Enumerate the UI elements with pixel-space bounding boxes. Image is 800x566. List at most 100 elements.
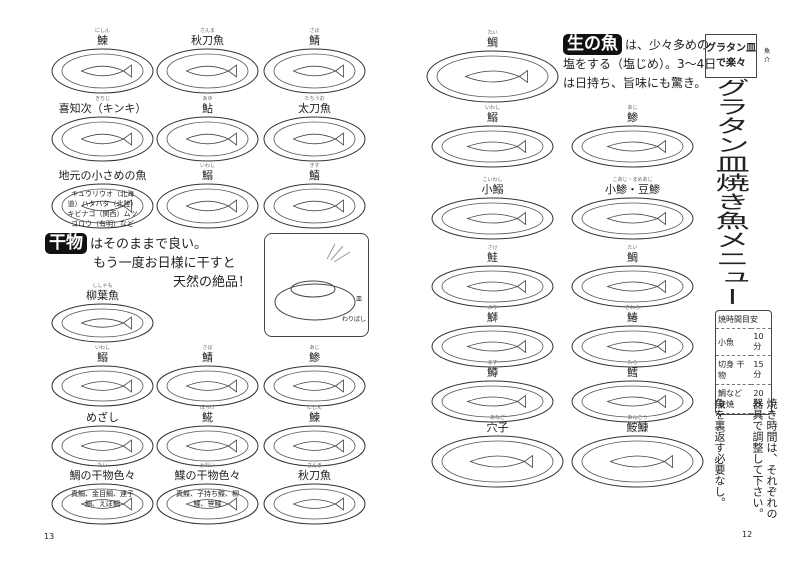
cooking-note: 魚を裏返す必要なし。: [713, 398, 726, 508]
gratin-dish-illustration: [156, 116, 259, 162]
fish-name: 秋刀魚: [298, 469, 331, 482]
table-cell: 切身 干物: [716, 355, 752, 385]
ruby: いわし: [484, 105, 500, 111]
fish-name: 鱈: [627, 366, 638, 379]
ruby: さんま: [199, 28, 215, 34]
gratin-dish-illustration: [431, 125, 554, 168]
himono-text-2: もう一度お日様に干すと: [93, 256, 236, 271]
dish-item: たら鱈: [570, 360, 695, 424]
ruby: たら: [627, 360, 638, 366]
dish-item: ぶり鰤: [430, 305, 555, 369]
gratin-dish-illustration: [51, 48, 154, 94]
gratin-dish-illustration: [51, 116, 154, 162]
dish-item: あじ鯵: [570, 105, 695, 169]
dish-item: さば鯖: [155, 345, 260, 408]
ruby: ししゃも: [92, 283, 113, 289]
ruby: さけ: [487, 245, 498, 251]
dish-item: にしん鰊: [50, 28, 155, 95]
ruby: いわし: [199, 163, 215, 169]
gratin-dish-illustration: [431, 325, 554, 368]
ruby: きす: [309, 163, 320, 169]
ruby: にしん: [306, 405, 322, 411]
dish-item: たい鯛: [425, 30, 560, 104]
ruby: さんま: [306, 463, 322, 469]
fish-name: 鰊: [97, 34, 108, 47]
dish-item: たい鯛: [570, 245, 695, 309]
fish-name: 鯛: [487, 36, 498, 49]
ruby: こいわし: [482, 177, 503, 183]
page-number: 13: [44, 532, 55, 541]
fish-name: 鰯: [487, 111, 498, 124]
ruby: あじ: [627, 105, 638, 111]
gratin-dish-illustration: [571, 197, 694, 240]
dish-item: いわし鰯: [155, 163, 260, 230]
gratin-dish-illustration: [156, 48, 259, 94]
himono-heading: 干物はそのままで良い。 もう一度お日様に干すと 天然の絶品！: [45, 233, 251, 292]
table-cell: 20分: [751, 384, 771, 414]
gratin-dish-illustration: [51, 365, 154, 407]
ruby: あんこう: [627, 415, 648, 421]
himono-badge: 干物: [45, 233, 87, 254]
fish-name: 穴子: [486, 421, 509, 434]
ruby: いわし: [94, 345, 110, 351]
category-box: グラタン皿で楽々: [705, 34, 757, 78]
dish-item: こいわし小鰯: [430, 177, 555, 241]
ruby: あじ: [309, 345, 320, 351]
fish-name: めざし: [86, 411, 119, 424]
gratin-dish-illustration: [571, 265, 694, 308]
fish-name: 鮭: [487, 251, 498, 264]
fish-name: 鰤: [487, 311, 498, 324]
dish-item: めざし: [50, 405, 155, 468]
namazakana-badge: 生の魚: [563, 34, 622, 55]
dish-item: あなご穴子: [430, 415, 565, 489]
dish-item: こあじ・まめあじ小鯵・豆鯵: [570, 177, 695, 241]
nama-text-1: は、少々多めの: [625, 38, 710, 52]
plate-text: 真鰈、子持ち鰈、柳鰈、笹鰈: [176, 490, 239, 508]
gratin-dish-illustration: [51, 183, 154, 229]
table-header: 焼時間目安: [716, 311, 771, 329]
ruby: ます: [487, 360, 498, 366]
ruby: きちじ: [94, 96, 110, 102]
ruby: たい: [487, 30, 498, 36]
category-label: 魚介: [764, 48, 771, 64]
ruby: あゆ: [202, 96, 213, 102]
fish-name: 小鯵・豆鯵: [605, 183, 660, 196]
ruby: ほっけ: [199, 405, 215, 411]
fish-name: 鯖: [309, 34, 320, 47]
gratin-dish-illustration: [263, 183, 366, 229]
gratin-dish-illustration: [51, 425, 154, 467]
fish-name: 鯛の干物色々: [69, 469, 136, 482]
dish-item: ししゃも柳葉魚: [50, 283, 155, 344]
fish-name: 小鰯: [481, 183, 504, 196]
gratin-dish-illustration: [263, 483, 366, 525]
fish-name: 鰆: [627, 311, 638, 324]
dish-item: さんま秋刀魚: [262, 463, 367, 526]
fish-name: 鰊: [309, 411, 320, 424]
ruby: さば: [309, 28, 320, 34]
gratin-dish-illustration: [263, 365, 366, 407]
namazakana-heading: 生の魚は、少々多めの 塩をする（塩じめ）。3〜4日 は日持ち、旨味にも驚き。: [563, 34, 716, 93]
ruby: かれい: [199, 463, 215, 469]
gratin-dish-illustration: [156, 183, 259, 229]
dish-item: きす鱚: [262, 163, 367, 230]
gratin-dish-illustration: [431, 435, 564, 488]
gratin-dish-illustration: [571, 325, 694, 368]
fish-name: 鮟鱇: [626, 421, 649, 434]
ruby: あなご: [489, 415, 505, 421]
himono-text-1: はそのままで良い。: [90, 237, 208, 252]
dish-item: たちうお太刀魚: [262, 96, 367, 163]
ruby: さわら: [624, 305, 640, 311]
fish-name: 秋刀魚: [191, 34, 224, 47]
fish-name: 鯵: [627, 111, 638, 124]
dish-item: にしん鰊: [262, 405, 367, 468]
ruby: さば: [202, 345, 213, 351]
dish-item: いわし鰯: [430, 105, 555, 169]
fish-name: 柳葉魚: [86, 289, 119, 302]
dish-item: 地元の小さめの魚キュウリウオ（北海道）ハタハタ（北陸）キビナゴ（関西）ムツゴロウ…: [50, 163, 155, 230]
table-cell: 15分: [751, 355, 771, 385]
fish-name: 地元の小さめの魚: [58, 169, 147, 182]
gratin-dish-illustration: [571, 435, 704, 488]
page-number: 12: [742, 530, 753, 539]
gratin-dish-illustration: [263, 425, 366, 467]
